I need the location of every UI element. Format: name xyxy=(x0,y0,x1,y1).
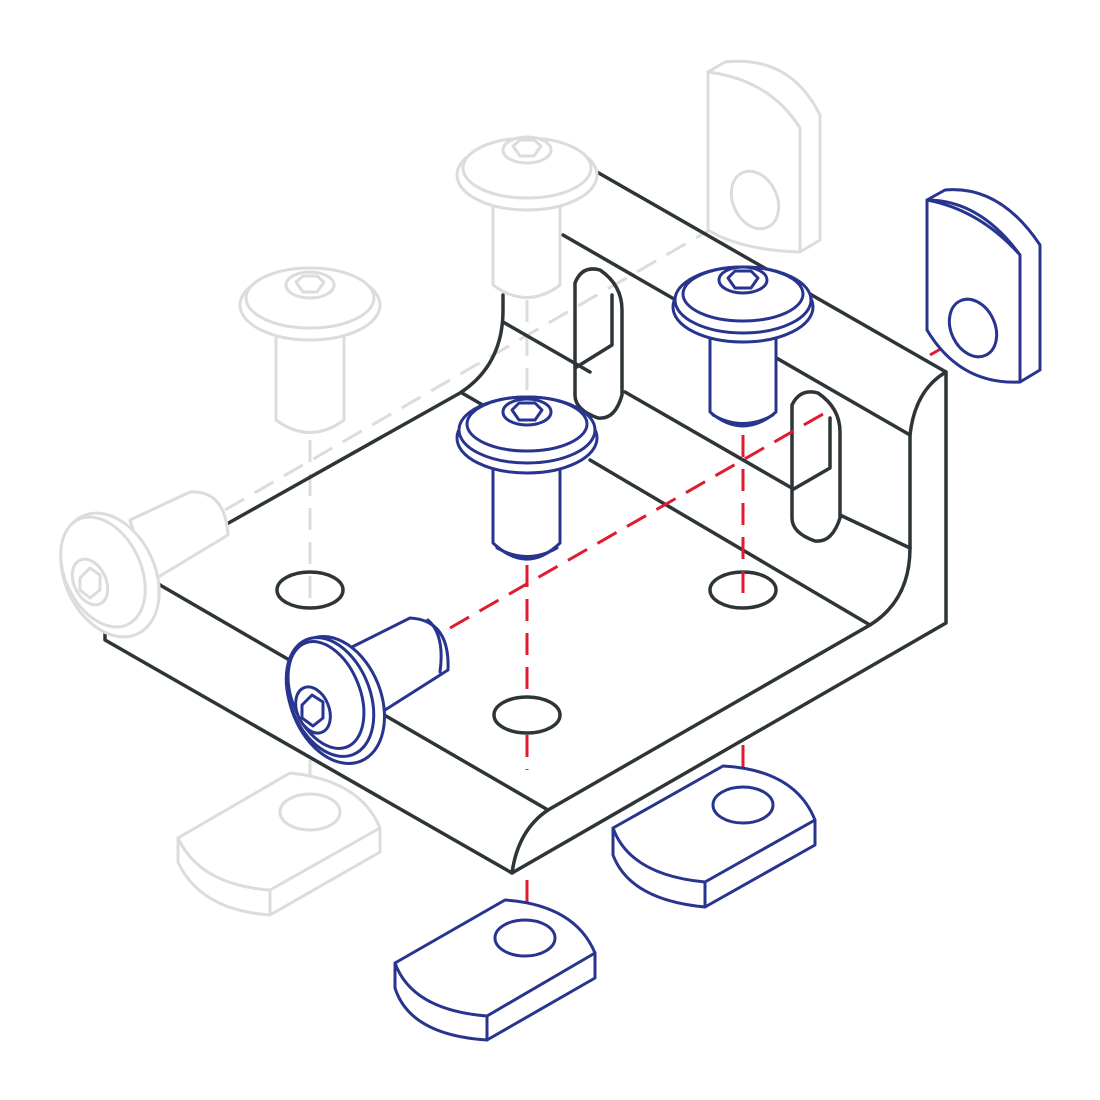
axis-line xyxy=(449,408,831,630)
base-hole xyxy=(275,570,345,610)
hex-socket-icon xyxy=(726,269,760,290)
t-nut-back xyxy=(925,188,1042,384)
base-hole xyxy=(492,695,562,735)
ghost-screw-left xyxy=(238,266,382,434)
bracket-fillet-edge xyxy=(510,370,948,875)
flange-slot xyxy=(573,267,624,420)
button-head-screw-horizontal xyxy=(284,616,450,765)
button-head-screw-center xyxy=(455,395,599,561)
hex-socket-icon xyxy=(510,401,544,422)
bracket-outer-edge xyxy=(103,170,948,875)
t-nut-bottom-right xyxy=(611,764,817,909)
angle-bracket xyxy=(103,170,948,875)
t-nut-bottom-center xyxy=(393,898,597,1042)
ghost-screw-horizontal xyxy=(59,490,230,639)
button-head-screw-right xyxy=(671,265,815,428)
hex-socket-icon xyxy=(300,693,325,728)
ghost-t-nut-bottom xyxy=(176,771,382,917)
ghost-t-nut-back xyxy=(706,59,822,254)
ghost-axis-line xyxy=(224,193,771,512)
flange-slot xyxy=(790,390,842,543)
ghost-screw-top xyxy=(455,135,599,299)
